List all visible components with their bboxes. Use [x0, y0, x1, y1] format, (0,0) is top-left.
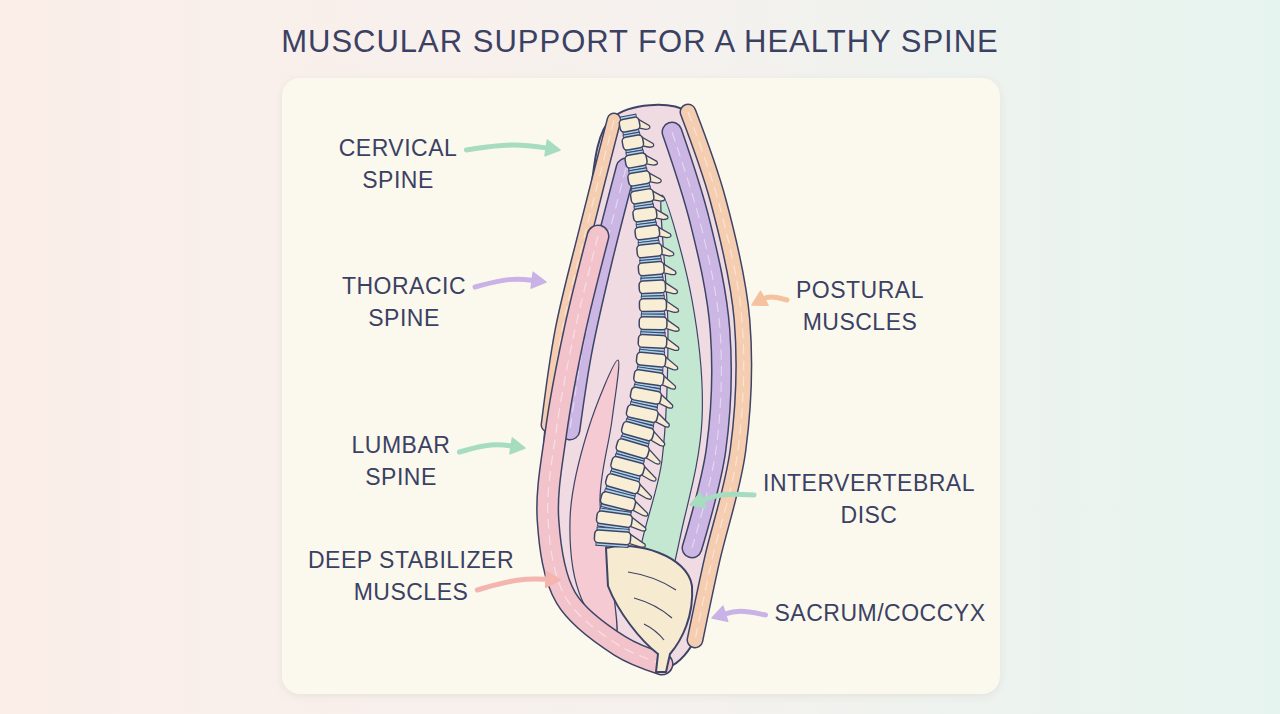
- vertebral-body: [594, 530, 631, 545]
- vertebra: [627, 166, 662, 189]
- arrow-head: [546, 571, 560, 587]
- part-label: POSTURAL MUSCLES: [780, 274, 940, 338]
- vertebra: [624, 148, 658, 171]
- title: MUSCULAR SUPPORT FOR A HEALTHY SPINE: [0, 22, 1280, 62]
- vertebra: [639, 314, 679, 333]
- vertebra: [594, 527, 647, 549]
- part-label: DEEP STABILIZER MUSCLES: [289, 544, 533, 608]
- vertebral-body: [632, 206, 657, 222]
- vertebral-body: [639, 298, 666, 311]
- arrow-head: [545, 140, 560, 156]
- vertebral-body: [630, 188, 655, 204]
- vertebra: [638, 332, 680, 352]
- vertebral-body: [627, 170, 651, 186]
- vertebral-body: [624, 152, 647, 168]
- vertebral-body: [636, 243, 662, 258]
- vertebra: [638, 258, 676, 279]
- vertebral-body: [638, 261, 665, 276]
- leader-arrow: [459, 445, 515, 452]
- vertebral-body: [635, 225, 661, 241]
- vertebral-body: [633, 369, 664, 386]
- vertebra: [639, 295, 678, 314]
- leader-arrow: [722, 611, 766, 615]
- part-label: LUMBAR SPINE: [331, 429, 471, 493]
- muscle-outline: [672, 132, 721, 548]
- arrow-head: [690, 493, 706, 508]
- vertebra: [621, 130, 654, 153]
- part-label: INTERVERTEBRAL DISC: [749, 467, 989, 531]
- panel: [282, 78, 1000, 694]
- vertebral-body: [619, 116, 641, 132]
- vertebral-body: [639, 280, 666, 294]
- part-label: CERVICAL SPINE: [328, 132, 468, 196]
- vertebra: [632, 202, 668, 225]
- arrow-head: [531, 272, 546, 288]
- sacrum-line: [628, 572, 676, 640]
- vertebral-body: [636, 352, 666, 368]
- leader-arrow: [475, 279, 536, 287]
- vertebra: [639, 277, 678, 297]
- leader-arrow: [466, 145, 550, 150]
- leader-arrow: [699, 494, 754, 501]
- arrow-head: [510, 438, 525, 454]
- arrow-head: [712, 606, 728, 621]
- vertebral-body: [639, 317, 667, 330]
- vertebral-body: [638, 334, 667, 348]
- vertebra: [630, 184, 666, 207]
- vertebral-column: [594, 112, 680, 549]
- leader-arrow: [477, 579, 550, 590]
- vertebral-body: [596, 510, 633, 527]
- sacrum: [606, 546, 692, 672]
- vertebra: [636, 239, 674, 261]
- part-label: SACRUM/COCCYX: [765, 597, 995, 629]
- muscle-band: [672, 132, 721, 548]
- arrow-head: [752, 291, 768, 305]
- vertebra: [618, 112, 650, 135]
- vertebra: [634, 220, 671, 243]
- muscle-fibre: [672, 132, 721, 548]
- part-label: THORACIC SPINE: [329, 270, 479, 334]
- vertebral-body: [622, 134, 645, 150]
